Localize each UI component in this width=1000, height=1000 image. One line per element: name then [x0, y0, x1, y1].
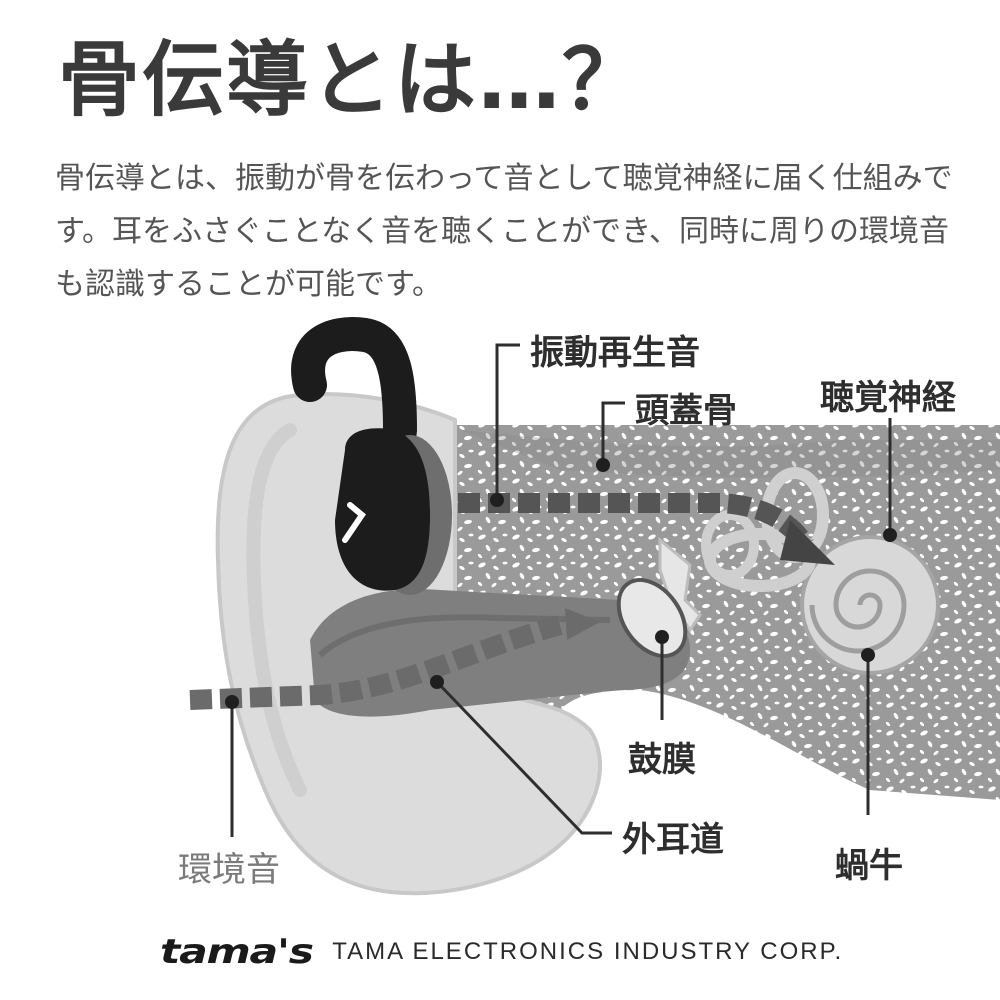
label-ear-canal: 外耳道: [622, 820, 724, 860]
headphone-body: [335, 428, 430, 591]
vibration-arrow-head: [780, 520, 835, 565]
label-skull: 頭蓋骨: [635, 391, 737, 431]
company-logo: tama's: [160, 932, 314, 972]
label-auditory-nerve: 聴覚神経: [820, 378, 956, 418]
ambient-arrow-head: [565, 608, 600, 640]
skull-bone: [450, 425, 1000, 800]
cochlea-shape: [800, 535, 940, 675]
description: 骨伝導とは、振動が骨を伝わって音として聴覚神経に届く仕組みで す。耳をふさぐこと…: [55, 152, 955, 311]
description-line: す。耳をふさぐことなく音を聴くことができ、同時に周りの環境音: [55, 214, 949, 249]
footer: tama's TAMA ELECTRONICS INDUSTRY CORP.: [160, 930, 843, 974]
description-line: も認識することが可能です。: [55, 267, 442, 302]
label-cochlea: 蝸牛: [835, 846, 903, 886]
page-title: 骨伝導とは…？: [58, 33, 647, 128]
company-name: TAMA ELECTRONICS INDUSTRY CORP.: [332, 938, 844, 965]
ambient-arrow: [189, 615, 563, 710]
headphone-band: [291, 317, 418, 487]
label-ambient-sound: 環境音: [178, 850, 280, 890]
label-vibration-sound: 振動再生音: [530, 333, 700, 373]
label-eardrum: 鼓膜: [628, 740, 696, 780]
description-line: 骨伝導とは、振動が骨を伝わって音として聴覚神経に届く仕組みで: [55, 161, 953, 196]
